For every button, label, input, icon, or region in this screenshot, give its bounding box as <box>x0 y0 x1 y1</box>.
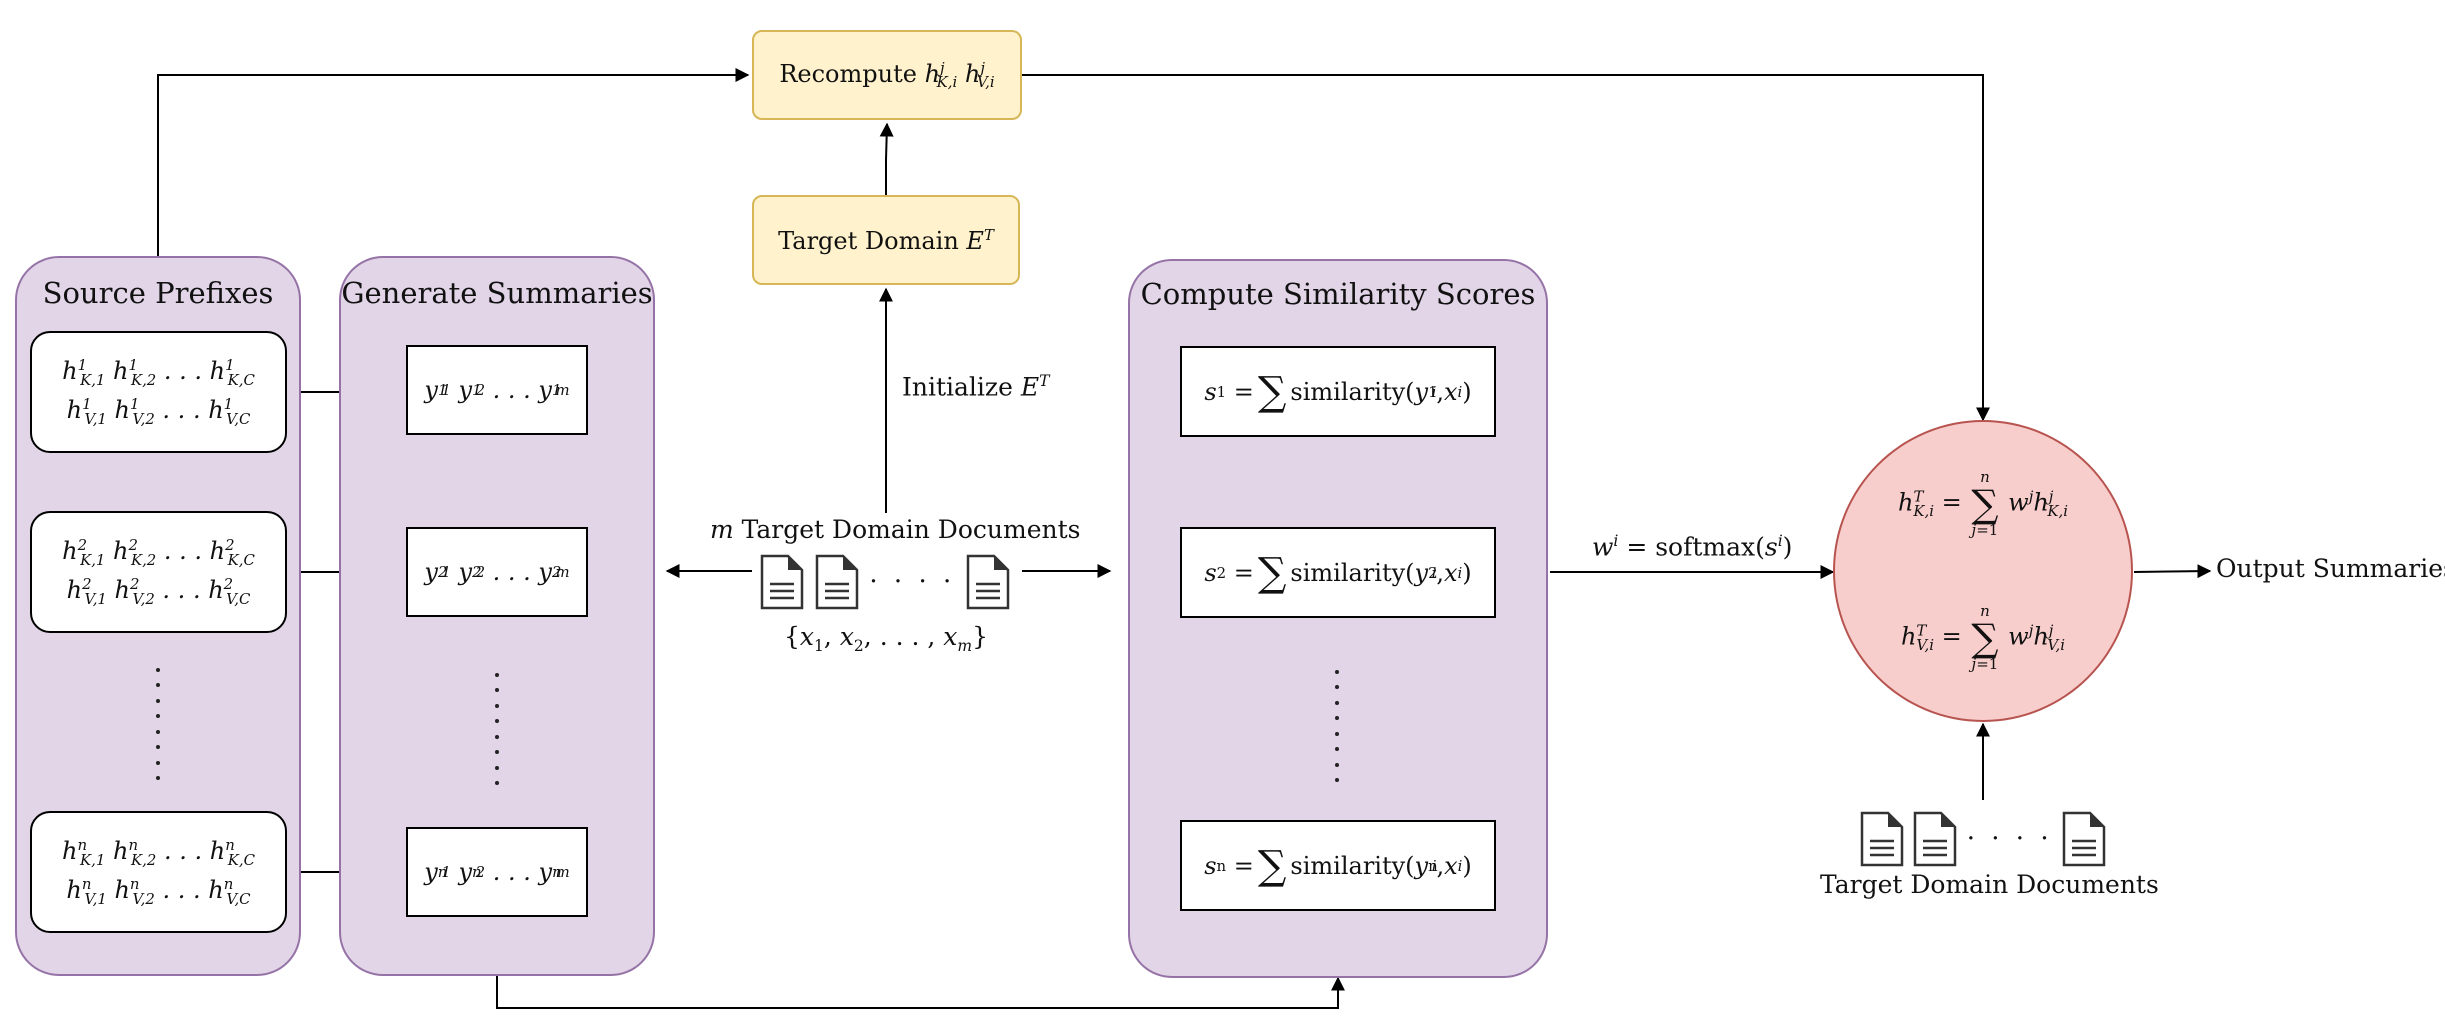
documents-set-label: {x1, x2, . . . , xm} <box>784 622 988 655</box>
summary-ellipsis <box>494 673 500 785</box>
prefix-box-2: h2K,1 h2K,2 . . . h2K,C h2V,1 h2V,2 . . … <box>30 511 287 633</box>
prefix-ellipsis <box>155 668 161 780</box>
arrow-aggregation-to-output <box>2133 564 2212 579</box>
target-domain-box: Target Domain ET <box>752 195 1020 285</box>
prefix-n-key-line: hnK,1 hnK,2 . . . hnK,C <box>61 836 256 869</box>
recompute-box: Recompute hjK,i hjV,i <box>752 30 1022 120</box>
prefix-box-1: h1K,1 h1K,2 . . . h1K,C h1V,1 h1V,2 . . … <box>30 331 287 453</box>
arrow-recompute-to-aggregation <box>1022 74 1990 422</box>
document-icon <box>760 554 804 610</box>
ellipsis: · · · · <box>869 567 956 597</box>
bottom-documents-label: Target Domain Documents <box>1820 870 2159 899</box>
document-icon <box>966 554 1010 610</box>
aggregation-circle: hTK,i = n ∑ j=1 wjhjK,i hTV,i = n ∑ j=1 … <box>1833 420 2133 722</box>
prefix-1-value-line: h1V,1 h1V,2 . . . h1V,C <box>66 395 251 428</box>
document-icon <box>2062 811 2106 867</box>
arrow-target-domain-to-recompute <box>879 122 894 195</box>
compute-similarity-title: Compute Similarity Scores <box>1140 277 1536 311</box>
document-icon <box>1860 811 1904 867</box>
recompute-label: Recompute hjK,i hjV,i <box>779 58 995 92</box>
prefix-box-n: hnK,1 hnK,2 . . . hnK,C hnV,1 hnV,2 . . … <box>30 811 287 933</box>
document-icon <box>815 554 858 610</box>
ellipsis: · · · · <box>1966 824 2053 854</box>
softmax-label: wi = softmax(si) <box>1592 532 1793 562</box>
aggregation-formula-key: hTK,i = n ∑ j=1 wjhjK,i <box>1897 468 2069 539</box>
prefix-n-value-line: hnV,1 hnV,2 . . . hnV,C <box>66 875 251 908</box>
aggregation-formula-value: hTV,i = n ∑ j=1 wjhjV,i <box>1900 602 2066 673</box>
bottom-documents-row: · · · · <box>1860 809 2106 869</box>
center-documents-row: · · · · <box>760 552 1010 612</box>
similarity-ellipsis <box>1334 670 1340 782</box>
source-prefixes-title: Source Prefixes <box>42 276 274 310</box>
arrow-source-to-recompute <box>157 68 750 256</box>
prefix-1-key-line: h1K,1 h1K,2 . . . h1K,C <box>62 356 255 389</box>
target-domain-label: Target Domain ET <box>778 225 994 255</box>
center-documents-title: m Target Domain Documents <box>710 515 1081 544</box>
prefix-2-value-line: h2V,1 h2V,2 . . . h2V,C <box>66 575 251 608</box>
generate-summaries-title: Generate Summaries <box>341 276 653 310</box>
prefix-2-key-line: h2K,1 h2K,2 . . . h2K,C <box>62 536 255 569</box>
arrow-generate-to-similarity <box>496 976 1345 1009</box>
document-icon <box>1914 811 1957 867</box>
initialize-label: Initialize ET <box>902 372 1050 402</box>
output-summaries-label: Output Summaries <box>2216 554 2445 583</box>
